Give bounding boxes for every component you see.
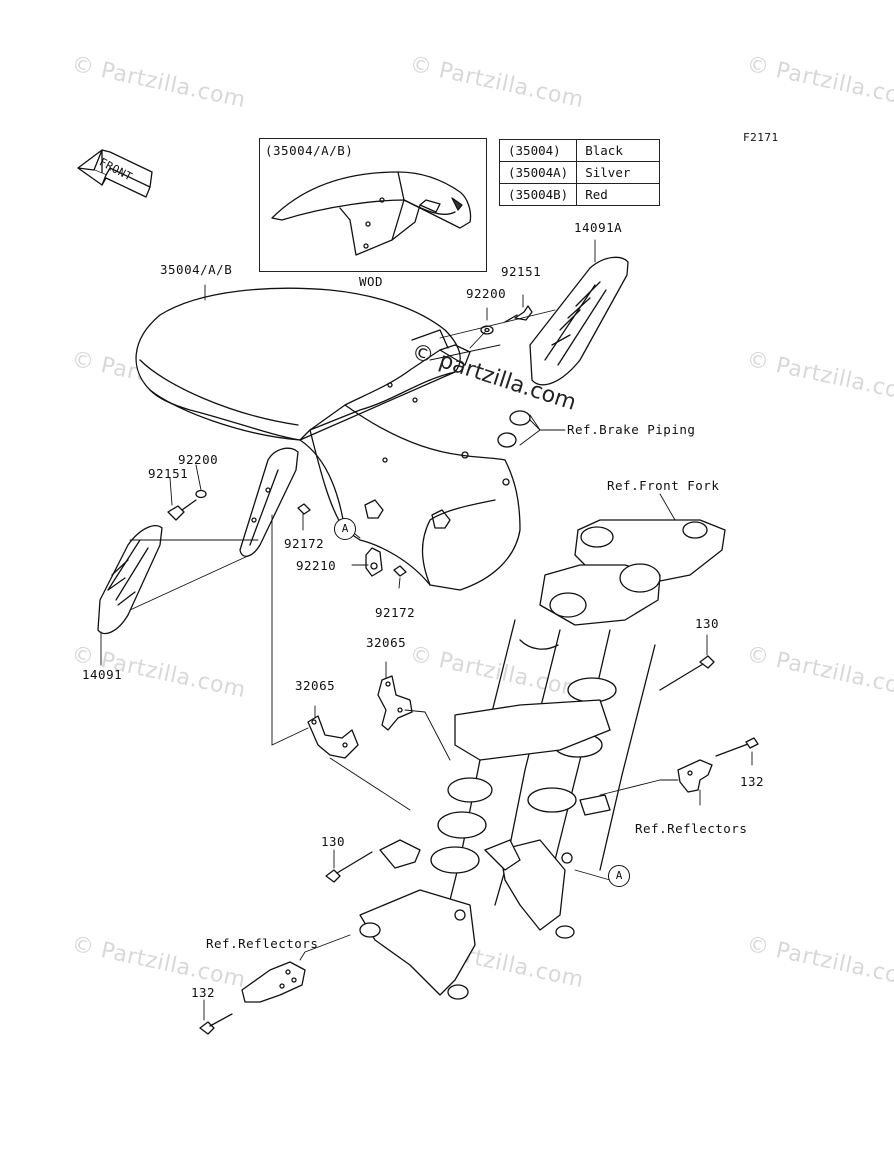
- color-variant-inset: (35004/A/B): [259, 138, 487, 272]
- screw-92172-center-icon: [393, 565, 407, 577]
- front-fender-drawing: [135, 287, 521, 591]
- bracket-32065-upper-drawing: [377, 675, 413, 731]
- bolt-132-right-icon: [715, 737, 759, 757]
- clamp-92210-icon: [365, 547, 383, 577]
- legend-row: (35004B) Red: [498, 183, 661, 206]
- front-arrow-icon: [77, 149, 153, 198]
- part-label-screw-center[interactable]: 92172: [375, 605, 416, 620]
- legend-row: (35004A) Silver: [498, 161, 661, 184]
- reflector-bracket-right-drawing: [677, 759, 713, 793]
- part-label-reflectors-left[interactable]: Ref.Reflectors: [206, 936, 319, 951]
- part-label-cover-right[interactable]: 14091A: [574, 220, 623, 235]
- part-label-bolt-132-right[interactable]: 132: [740, 774, 765, 789]
- part-label-clamp[interactable]: 92210: [296, 558, 337, 573]
- callout-a: A: [334, 518, 356, 540]
- part-label-bolt-left[interactable]: 92151: [148, 466, 189, 481]
- legend-color: Silver: [576, 161, 661, 184]
- part-label-bolt-130-left[interactable]: 130: [321, 834, 346, 849]
- legend-code: (35004): [498, 139, 578, 162]
- legend-code: (35004B): [498, 183, 578, 206]
- washer-92200-left-icon: [195, 489, 207, 499]
- bolt-92151-left-icon: [167, 499, 197, 521]
- part-label-fender[interactable]: 35004/A/B: [160, 262, 233, 277]
- part-label-brake-piping[interactable]: Ref.Brake Piping: [567, 422, 696, 437]
- legend-code: (35004A): [498, 161, 578, 184]
- part-label-bracket-lower[interactable]: 32065: [295, 678, 336, 693]
- inset-fender-drawing: [271, 171, 472, 256]
- part-label-washer-left[interactable]: 92200: [178, 452, 219, 467]
- reflector-bracket-left-drawing: [241, 961, 306, 1003]
- part-label-bolt-132-left[interactable]: 132: [191, 985, 216, 1000]
- part-label-screw-left[interactable]: 92172: [284, 536, 325, 551]
- diagram-code: F2171: [743, 131, 779, 144]
- bolt-132-left-icon: [199, 1013, 233, 1035]
- cover-left-drawing: [97, 525, 163, 635]
- brake-clamp-icon: [497, 410, 531, 448]
- bracket-32065-lower-drawing: [307, 715, 359, 759]
- part-label-bracket-upper[interactable]: 32065: [366, 635, 407, 650]
- color-legend-table: (35004) Black (35004A) Silver (35004B) R…: [498, 139, 661, 206]
- part-label-reflectors-right[interactable]: Ref.Reflectors: [635, 821, 748, 836]
- inset-title: (35004/A/B): [265, 143, 354, 158]
- front-fork-drawing: [359, 519, 726, 1000]
- inset-caption: WOD: [359, 274, 384, 289]
- part-label-front-fork[interactable]: Ref.Front Fork: [607, 478, 720, 493]
- part-label-bolt-right[interactable]: 92151: [501, 264, 542, 279]
- legend-row: (35004) Black: [498, 139, 661, 162]
- screw-92172-left-icon: [297, 503, 311, 515]
- cover-right-drawing: [529, 256, 629, 386]
- fender-side-left-drawing: [239, 447, 299, 557]
- washer-92200-right-icon: [480, 325, 494, 335]
- bolt-130-right-icon: [659, 655, 715, 691]
- legend-color: Red: [576, 183, 661, 206]
- bolt-92151-right-icon: [504, 305, 533, 323]
- callout-a: A: [608, 865, 630, 887]
- part-label-bolt-130-right[interactable]: 130: [695, 616, 720, 631]
- bolt-130-left-icon: [325, 851, 373, 883]
- part-label-cover-left[interactable]: 14091: [82, 667, 123, 682]
- part-label-washer-right[interactable]: 92200: [466, 286, 507, 301]
- legend-color: Black: [576, 139, 661, 162]
